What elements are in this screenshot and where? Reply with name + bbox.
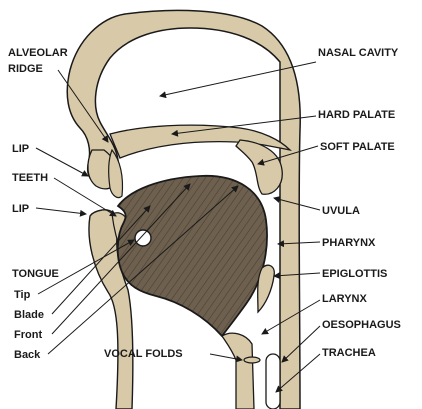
label-teeth: TEETH xyxy=(12,172,48,184)
epiglottis-shape xyxy=(258,265,275,312)
label-tongue-blade: Blade xyxy=(14,309,44,321)
label-tongue-back: Back xyxy=(14,349,41,361)
head-anatomy xyxy=(67,10,300,409)
label-trachea: TRACHEA xyxy=(322,347,376,359)
label-vocal-folds: VOCAL FOLDS xyxy=(104,348,183,360)
label-lip-upper: LIP xyxy=(12,143,29,155)
label-alveolar-ridge-2: RIDGE xyxy=(8,63,43,75)
vocal-folds-shape xyxy=(244,357,260,363)
label-alveolar-ridge-1: ALVEOLAR xyxy=(8,47,68,59)
tongue-shape xyxy=(118,176,267,336)
label-lip-lower: LIP xyxy=(12,203,29,215)
label-pharynx: PHARYNX xyxy=(322,237,376,249)
label-uvula: UVULA xyxy=(322,205,360,217)
label-soft-palate: SOFT PALATE xyxy=(320,141,395,153)
label-larynx: LARYNX xyxy=(322,293,367,305)
leader-lip-lower xyxy=(36,208,86,214)
label-tongue-tip: Tip xyxy=(14,289,31,301)
trachea-shape xyxy=(266,354,280,409)
label-nasal-cavity: NASAL CAVITY xyxy=(318,47,399,59)
tongue-tip-shape xyxy=(135,230,151,246)
label-tongue-front: Front xyxy=(14,329,42,341)
larynx-shape xyxy=(222,333,254,409)
label-tongue: TONGUE xyxy=(12,268,59,280)
label-oesophagus: OESOPHAGUS xyxy=(322,319,401,331)
label-epiglottis: EPIGLOTTIS xyxy=(322,268,387,280)
label-hard-palate: HARD PALATE xyxy=(318,109,395,121)
